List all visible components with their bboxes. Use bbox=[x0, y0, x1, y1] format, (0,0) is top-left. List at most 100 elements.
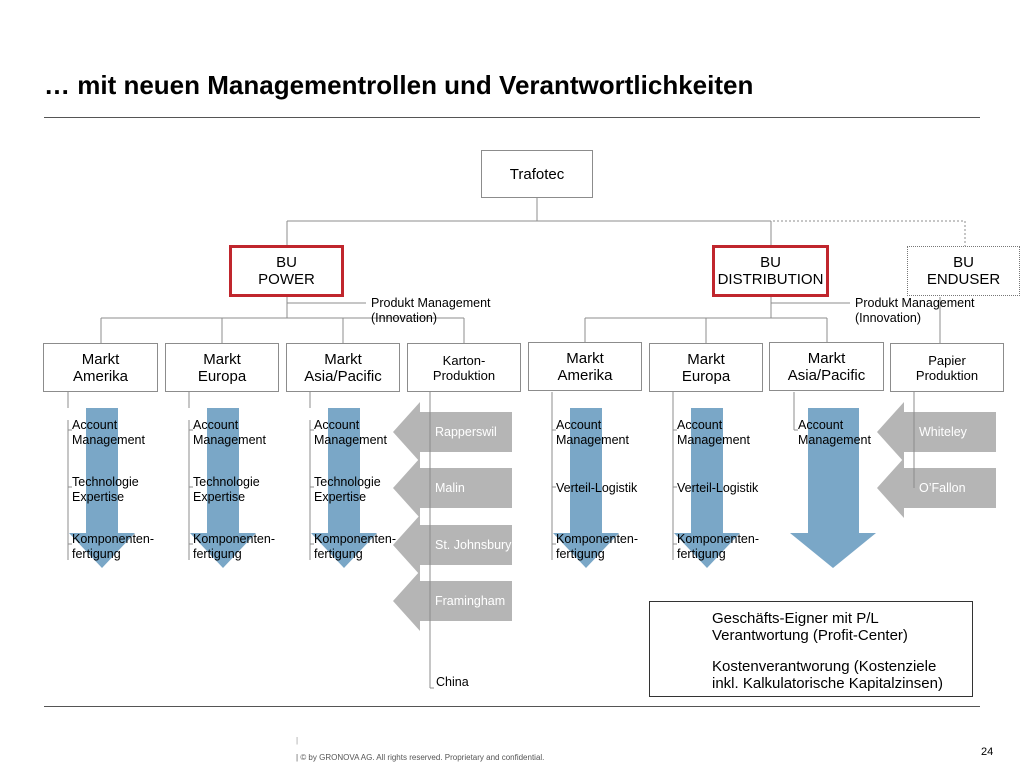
role-komponentenfertigung: Komponenten-fertigung bbox=[193, 532, 275, 562]
role-line1: Komponenten- bbox=[72, 532, 155, 546]
footer-copyright: | © by GRONOVA AG. All rights reserved. … bbox=[296, 753, 545, 762]
produkt-management-line1: Produkt Management bbox=[371, 296, 491, 310]
role-line1: Komponenten- bbox=[677, 532, 760, 546]
role-komponentenfertigung: Komponenten-fertigung bbox=[72, 532, 154, 562]
page-title: … mit neuen Managementrollen und Verantw… bbox=[44, 70, 754, 100]
unit-line2: Europa bbox=[197, 367, 247, 385]
unit-line1: Markt bbox=[807, 349, 846, 367]
site-china: China bbox=[436, 675, 469, 689]
legend-profit-center: Geschäfts-Eigner mit P/L Verantwortung (… bbox=[712, 610, 908, 644]
produkt-management-distribution: Produkt Management (Innovation) bbox=[855, 296, 975, 326]
legend-box: Geschäfts-Eigner mit P/L Verantwortung (… bbox=[649, 601, 973, 697]
role-line2: fertigung bbox=[314, 547, 363, 561]
role-line1: Technologie bbox=[193, 475, 260, 489]
unit-line2: Amerika bbox=[557, 366, 613, 384]
produkt-management-line2: (Innovation) bbox=[855, 311, 922, 325]
site-malin: Malin bbox=[435, 481, 465, 495]
bu-power-line1: BU bbox=[276, 254, 297, 271]
site-st-johnsbury: St. Johnsbury bbox=[435, 538, 512, 552]
bu-enduser-line1: BU bbox=[953, 254, 974, 271]
role-line2: Management bbox=[677, 433, 750, 447]
role-line1: Account bbox=[193, 418, 239, 432]
role-verteil-logistik: Verteil-Logistik bbox=[677, 481, 759, 495]
title-divider bbox=[44, 117, 980, 118]
role-komponentenfertigung: Komponenten-fertigung bbox=[677, 532, 759, 562]
bu-distribution-line1: BU bbox=[760, 254, 781, 271]
role-line1: Komponenten- bbox=[193, 532, 276, 546]
produkt-management-line2: (Innovation) bbox=[371, 311, 438, 325]
unit-line1: Markt bbox=[324, 350, 362, 368]
footer-copyright-text: © by GRONOVA AG. All rights reserved. Pr… bbox=[300, 753, 545, 762]
site-ofallon: O’Fallon bbox=[919, 481, 966, 495]
bu-distribution-line2: DISTRIBUTION bbox=[717, 271, 824, 288]
unit-line2: Produktion bbox=[915, 367, 979, 383]
role-verteil-logistik: Verteil-Logistik bbox=[556, 481, 638, 495]
unit-line2: Amerika bbox=[72, 367, 128, 385]
legend-cost-center: Kostenverantworung (Kostenziele inkl. Ka… bbox=[712, 658, 943, 692]
role-line2: fertigung bbox=[677, 547, 726, 561]
role-line1: Account bbox=[556, 418, 602, 432]
unit-line2: Asia/Pacific bbox=[787, 366, 866, 384]
role-line1: Account bbox=[798, 418, 844, 432]
unit-line1: Karton- bbox=[442, 352, 486, 368]
produkt-management-line1: Produkt Management bbox=[855, 296, 975, 310]
unit-line2: Asia/Pacific bbox=[304, 367, 382, 385]
role-line2: Expertise bbox=[72, 490, 125, 504]
footer-separator-mark: | bbox=[296, 736, 299, 745]
role-line1: Account bbox=[314, 418, 360, 432]
role-line1: Komponenten- bbox=[556, 532, 639, 546]
role-line2: Expertise bbox=[193, 490, 246, 504]
unit-line1: Markt bbox=[566, 349, 604, 367]
site-rapperswil: Rapperswil bbox=[435, 425, 497, 439]
root-node-trafotec: Trafotec bbox=[481, 150, 593, 198]
produkt-management-power: Produkt Management (Innovation) bbox=[371, 296, 491, 326]
unit-line1: Papier bbox=[928, 352, 966, 368]
root-label: Trafotec bbox=[509, 165, 565, 183]
unit-line2: Produktion bbox=[432, 367, 496, 383]
role-line2: Expertise bbox=[314, 490, 367, 504]
role-line2: fertigung bbox=[193, 547, 242, 561]
unit-line1: Markt bbox=[81, 350, 120, 368]
role-line1: Technologie bbox=[314, 475, 381, 489]
role-line2: Management bbox=[193, 433, 266, 447]
legend-blue-line1: Geschäfts-Eigner mit P/L bbox=[712, 610, 879, 627]
role-line1: Technologie bbox=[72, 475, 139, 489]
role-line1: Komponenten- bbox=[314, 532, 397, 546]
role-line2: fertigung bbox=[556, 547, 605, 561]
role-line2: Management bbox=[798, 433, 871, 447]
unit-karton-produktion: Karton-Produktion bbox=[407, 343, 521, 392]
role-komponentenfertigung: Komponenten-fertigung bbox=[556, 532, 638, 562]
page-number: 24 bbox=[981, 746, 994, 758]
unit-line2: Europa bbox=[681, 367, 731, 385]
legend-grey-line2: inkl. Kalkulatorische Kapitalzinsen) bbox=[712, 675, 943, 692]
site-whiteley: Whiteley bbox=[919, 425, 967, 439]
role-komponentenfertigung: Komponenten-fertigung bbox=[314, 532, 396, 562]
role-line2: Management bbox=[556, 433, 629, 447]
bu-enduser-line2: ENDUSER bbox=[926, 271, 1001, 288]
role-line2: fertigung bbox=[72, 547, 121, 561]
footer-divider bbox=[44, 706, 980, 707]
unit-line1: Markt bbox=[203, 350, 241, 368]
role-line1: Account bbox=[72, 418, 118, 432]
legend-grey-line1: Kostenverantworung (Kostenziele bbox=[712, 658, 937, 675]
site-framingham: Framingham bbox=[435, 594, 506, 608]
legend-blue-line2: Verantwortung (Profit-Center) bbox=[712, 627, 908, 644]
